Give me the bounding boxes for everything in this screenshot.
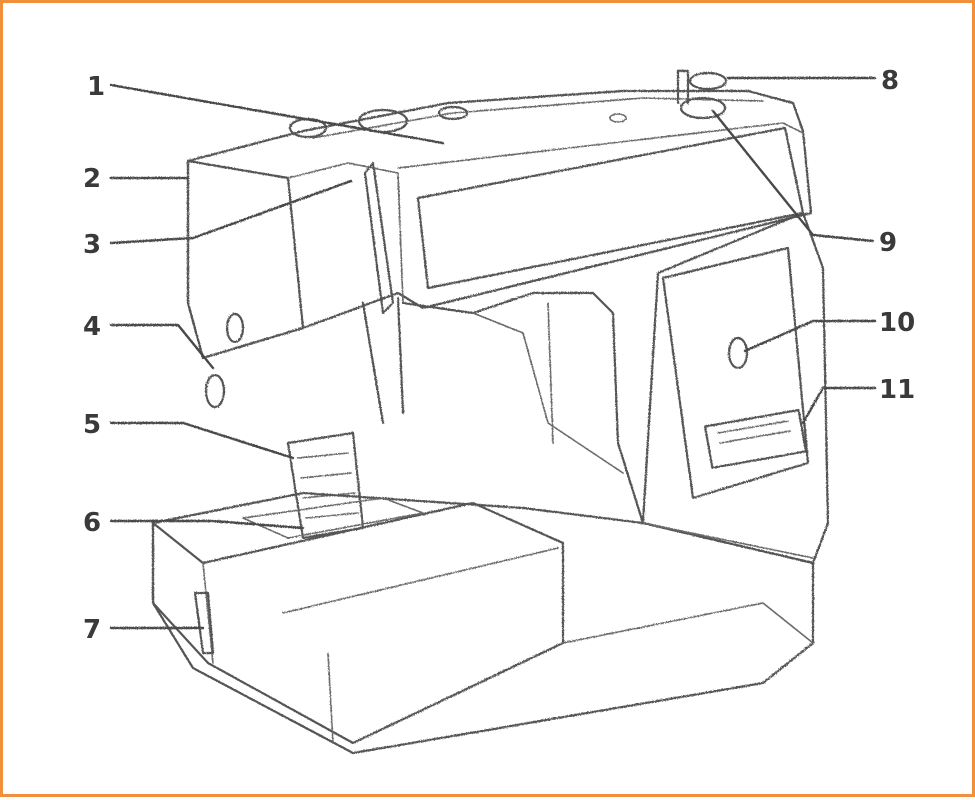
accessory-box-seam (327, 652, 334, 744)
pattern-display (703, 408, 808, 469)
accessory-box-front-edge (202, 562, 214, 664)
callout-2: 2 (83, 164, 101, 194)
callout-11: 11 (879, 375, 915, 405)
arm-throat-inner (472, 312, 624, 474)
callout-leaders (109, 76, 877, 630)
sewing-machine-illustration (151, 69, 830, 755)
right-pillar-panel (661, 246, 810, 500)
callout-4: 4 (83, 312, 101, 342)
bed-back-edge (642, 522, 814, 559)
spool-pin (676, 69, 690, 105)
callout-1: 1 (87, 72, 105, 102)
spool-pin-cap (688, 71, 728, 91)
callout-8: 8 (881, 66, 899, 96)
leader-3 (109, 179, 353, 245)
leader-4 (109, 323, 215, 370)
handwheel-knob (727, 336, 749, 370)
face-plate (186, 159, 305, 360)
callout-9: 9 (879, 228, 897, 258)
arm-top-edge (312, 97, 764, 139)
presser-foot (286, 431, 365, 540)
leader-1 (109, 83, 445, 145)
needle-bar (361, 296, 405, 425)
bobbin-winder-spindle (679, 96, 727, 120)
take-up-slot (363, 161, 395, 315)
thread-guide-top (437, 105, 469, 121)
leader-9 (711, 109, 875, 243)
head-knob-upper (225, 312, 245, 344)
pattern-display-lines (717, 420, 791, 444)
leader-6 (109, 519, 305, 530)
callout-5: 5 (83, 410, 101, 440)
callout-7: 7 (83, 615, 101, 645)
top-small-guide (609, 113, 627, 123)
arm-throat-seam (547, 302, 554, 444)
presser-foot-hatching (297, 452, 359, 519)
sewing-machine-diagram: 1 2 3 4 5 6 7 8 9 10 11 (83, 66, 915, 755)
leader-5 (109, 421, 295, 460)
leader-11 (801, 386, 877, 425)
callout-6: 6 (83, 508, 101, 538)
callout-10: 10 (879, 308, 915, 338)
head-knob-lower (204, 373, 226, 409)
arm-front-edge (397, 122, 804, 169)
accessory-box-latch (193, 591, 215, 655)
callout-3: 3 (83, 230, 101, 260)
machine-bed (151, 491, 815, 755)
needle-plate (242, 497, 424, 539)
leader-10 (743, 319, 877, 353)
accessory-box-top-line (282, 547, 559, 614)
callout-labels: 1 2 3 4 5 6 7 8 9 10 11 (83, 66, 915, 645)
arm-throat (401, 291, 645, 525)
bed-base-edge (562, 602, 814, 644)
accessory-box (151, 501, 565, 745)
